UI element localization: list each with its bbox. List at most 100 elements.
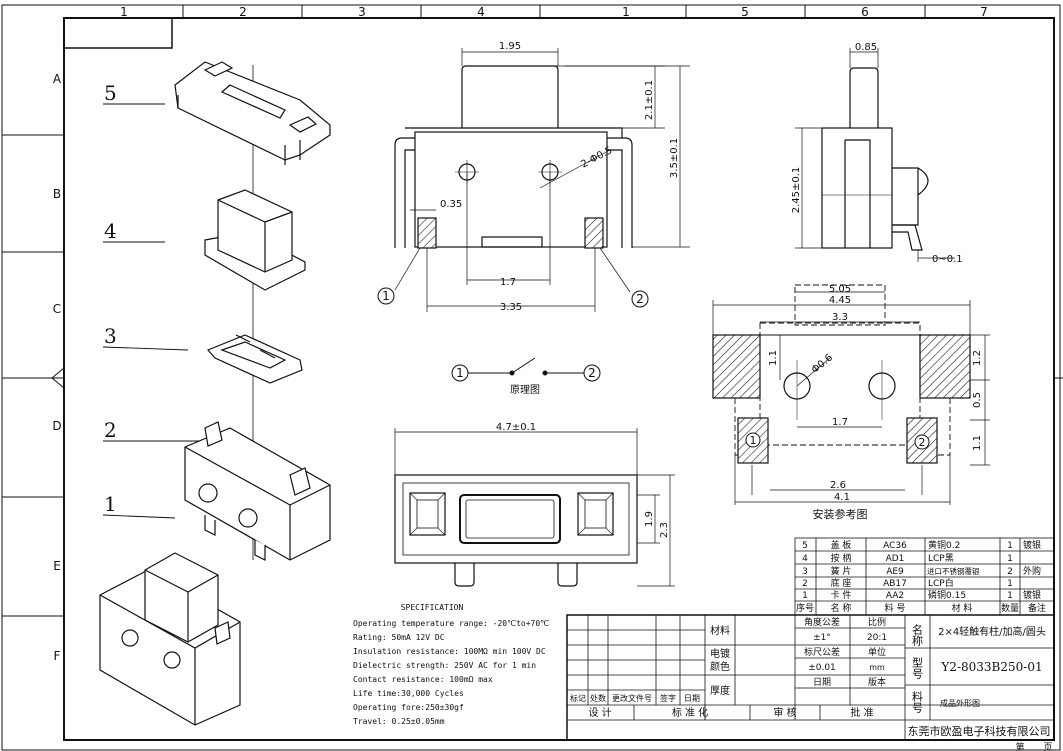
material-label: 材料 [710,624,730,637]
bottom-view [394,428,675,587]
bom-header-qty: 数量 [1001,602,1019,614]
part-spring [206,334,303,384]
bom-header-code: 料 号 [885,602,906,614]
marker-2: 2 [636,292,644,306]
company-name: 东莞市欧盈电子科技有限公司 [908,724,1051,738]
spec-line: Insulation resistance: 100MΩ min 100V DC [353,647,546,656]
rev-header-mark: 标记 [570,693,586,703]
bom-no: 1 [802,591,808,601]
sign-design: 设 计 [588,706,611,719]
side-view-dims: 0.85 2.45±0.1 0~0.1 [791,42,963,265]
dim-stem-height: 2.1±0.1 [644,80,655,120]
col-label: 5 [741,5,749,19]
side-view [795,48,955,262]
version-label: 版本 [868,676,886,688]
bom-material: 进口不锈钢覆银 [927,566,980,576]
bom-header-remark: 备注 [1028,602,1046,614]
rev-header-count: 处数 [590,693,606,703]
dim-stem-width: 0.85 [855,42,877,53]
dim-tol: ±0.01 [808,663,836,673]
row-labels: A B C D E F [52,72,62,663]
product-name: 2×4轻触有柱/加高/圆头 [938,625,1046,638]
model-number: Y2-8033B250-01 [940,660,1042,674]
spec-line: Operating fore:250±30gf [353,703,464,712]
bom-code: AA2 [886,591,904,601]
col-label: 6 [861,5,869,19]
spec-line: Travel: 0.25±0.05mm [353,717,445,726]
bom-name: 盖 板 [831,539,852,551]
sign-standard: 标 准 化 [672,706,708,719]
dim-mount-05: 0.5 [972,392,983,408]
dim-gap: 0~0.1 [932,254,963,265]
dim-pitch: 1.7 [500,277,516,288]
mount-view [712,284,990,505]
front-view [394,48,690,312]
part-button [204,189,306,291]
bom-code: AC36 [883,541,907,551]
schematic-labels: 1 2 原理图 [456,366,596,396]
dim-mount-hole: Φ0.6 [810,352,835,376]
row-label: A [53,72,62,86]
schematic-marker-1: 1 [456,366,464,380]
page-label: 第 [1015,741,1024,751]
electroplate-label: 电镀 [710,647,730,660]
bom-material: LCP黑 [928,553,954,564]
color-label: 颜色 [710,660,730,673]
spec-line: Life time:30,000 Cycles [353,689,464,698]
bottom-view-dims: 4.7±0.1 1.9 2.3 [496,422,670,538]
schematic-marker-2: 2 [588,366,596,380]
spec-title: SPECIFICATION [401,603,464,612]
page-suffix: 页 [1043,742,1052,751]
angle-tol-label: 角度公差 [804,616,840,628]
mount-caption: 安装参考图 [813,507,868,521]
bom-code: AD1 [886,554,905,564]
dim-mount-505: 5.05 [829,284,851,295]
column-labels: 1 2 3 4 1 5 6 7 [120,5,988,19]
dim-mount-33: 3.3 [832,312,848,323]
bom-qty: 1 [1007,554,1013,564]
schematic [451,357,601,382]
dim-mount-11a: 1.1 [768,350,779,366]
thickness-label: 厚度 [710,684,730,697]
front-view-markers: 1 2 [377,287,649,308]
sign-review: 审 核 [773,706,796,719]
title-block-grid [566,614,1055,741]
bom-remark: 外购 [1023,565,1041,577]
sheet-frame [1,4,1063,751]
bom-rows: 5 盖 板 AC36 黄铜0.2 1 镀银 4 按 柄 AD1 LCP黑 1 3… [796,539,1046,614]
angle-tol: ±1° [813,633,831,643]
dim-pad: 0.35 [440,199,462,210]
bom-code: AE9 [886,567,904,577]
row-label: E [53,559,61,573]
title-block-text: 标记 处数 更改文件号 签字 日期 材料 电镀 颜色 厚度 角度公差 ±1° 比… [570,616,1053,751]
rev-header-doc: 更改文件号 [612,693,652,703]
bom-name: 卡 件 [831,589,852,601]
unit: mm [869,663,885,672]
row-label: C [53,302,61,316]
callout-3: 3 [104,324,117,348]
part-callouts: 5 4 3 2 1 [104,81,117,516]
bom-material: 黄铜0.2 [928,539,960,551]
callout-5: 5 [104,81,117,105]
spec-line: Contact resistance: 100mΩ max [353,675,493,684]
col-label: 7 [980,5,988,19]
schematic-caption: 原理图 [510,384,540,396]
bom-header-no: 序号 [796,602,814,614]
callout-1: 1 [104,492,117,516]
bom-qty: 1 [1007,579,1013,589]
bom-header-name: 名 称 [831,602,852,614]
exploded-view [99,61,331,726]
dim-mount-11b: 1.1 [972,435,983,451]
unit-label: 单位 [868,646,886,658]
mount-view-markers: 1 2 安装参考图 [745,432,930,521]
dim-total-height: 3.5±0.1 [669,138,680,178]
dim-width-top: 1.95 [499,41,521,52]
part-cover [174,61,331,165]
part-value: 成品外形图 [940,698,980,708]
dim-body-width: 4.7±0.1 [496,422,536,433]
bom-qty: 1 [1007,541,1013,551]
part-base [184,421,331,561]
bom-remark: 镀银 [1023,589,1041,601]
row-label: D [52,419,61,433]
